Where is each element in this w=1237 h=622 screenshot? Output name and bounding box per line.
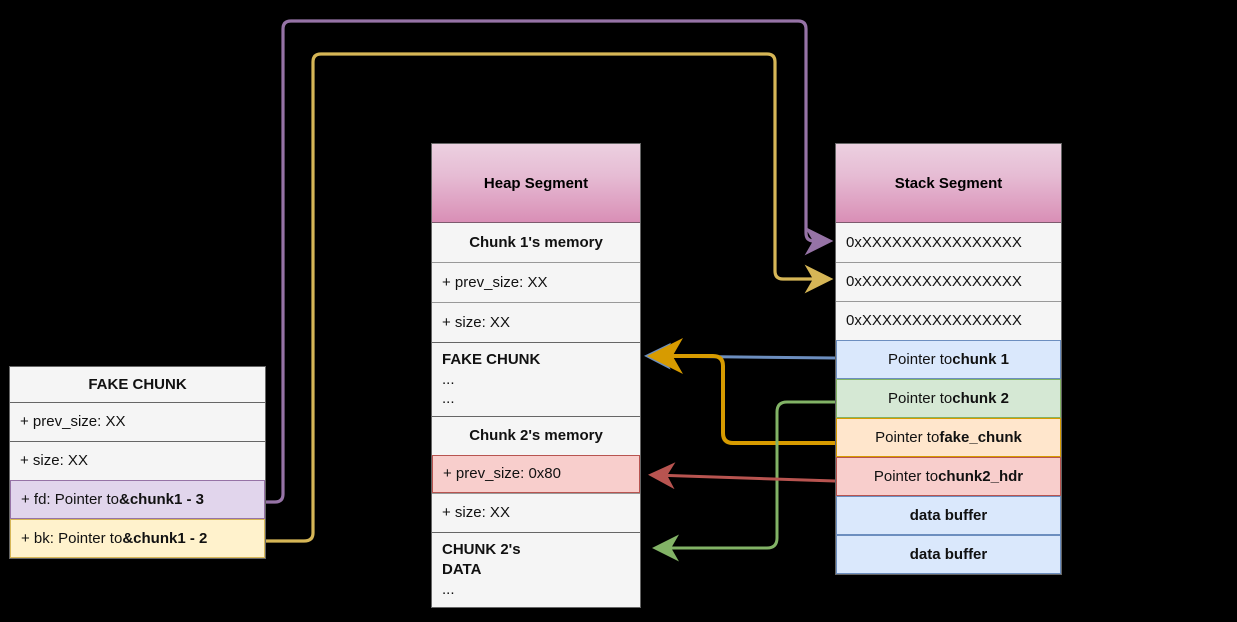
stack-row-pointer-chunk2-hdr: Pointer to chunk2_hdr <box>836 457 1061 496</box>
wire-chunk2-to-chunk2-data <box>652 400 837 562</box>
stack-segment-title: Stack Segment <box>836 144 1061 223</box>
heap-row-chunk1-size: + size: XX <box>432 302 640 342</box>
fake-chunk-row-prev-size: + prev_size: XX <box>10 402 265 441</box>
stack-row-addr-3: 0xXXXXXXXXXXXXXXXX <box>836 301 1061 340</box>
heap-row-chunk2-size: + size: XX <box>432 493 640 532</box>
stack-chunk2-lead: Pointer to <box>888 389 953 407</box>
heap-fake-chunk-label: FAKE CHUNK <box>442 350 541 368</box>
heap-chunk2-data-label-2: DATA <box>442 561 482 579</box>
stack-chunk2-hdr-lead: Pointer to <box>873 467 939 485</box>
heap-segment-title: Heap Segment <box>432 144 640 223</box>
fake-chunk-row-size: + size: XX <box>10 441 265 480</box>
fake-chunk-title: FAKE CHUNK <box>10 367 265 402</box>
fake-chunk-fd-target: &chunk1 - 3 <box>118 490 205 508</box>
stack-chunk2-target: chunk 2 <box>952 389 1009 407</box>
stack-row-pointer-chunk1: Pointer to chunk 1 <box>836 340 1061 379</box>
stack-chunk1-lead: Pointer to <box>888 350 953 368</box>
stack-segment-panel: Stack Segment 0xXXXXXXXXXXXXXXXX 0xXXXXX… <box>835 143 1062 575</box>
stack-fake-chunk-target: fake_chunk <box>939 428 1022 446</box>
fake-chunk-panel: FAKE CHUNK + prev_size: XX + size: XX + … <box>9 366 266 559</box>
fake-chunk-fd-lead: + fd: Pointer to <box>21 490 119 508</box>
wire-chunk2hdr-to-prevsize <box>648 462 837 490</box>
stack-fake-chunk-lead: Pointer to <box>875 428 940 446</box>
heap-fake-chunk-ellipsis-1: ... <box>442 370 455 388</box>
heap-fake-chunk-ellipsis-2: ... <box>442 390 455 408</box>
heap-chunk2-data-ellipsis: ... <box>442 580 455 598</box>
fake-chunk-row-fd: + fd: Pointer to &chunk1 - 3 <box>10 480 265 519</box>
heap-segment-panel: Heap Segment Chunk 1's memory + prev_siz… <box>431 143 641 608</box>
stack-row-data-buffer-2: data buffer <box>836 535 1061 574</box>
fake-chunk-bk-target: &chunk1 - 2 <box>122 529 208 547</box>
stack-row-pointer-chunk2: Pointer to chunk 2 <box>836 379 1061 418</box>
wire-fake-chunk-ptr-to-heap <box>647 338 837 445</box>
stack-row-data-buffer-1: data buffer <box>836 496 1061 535</box>
stack-row-pointer-fake-chunk: Pointer to fake_chunk <box>836 418 1061 457</box>
fake-chunk-row-bk: + bk: Pointer to &chunk1 - 2 <box>10 519 265 558</box>
heap-chunk2-data-label-1: CHUNK 2's <box>442 541 521 559</box>
heap-row-chunk1-prev-size: + prev_size: XX <box>432 262 640 302</box>
fake-chunk-bk-lead: + bk: Pointer to <box>21 529 123 547</box>
stack-row-addr-1: 0xXXXXXXXXXXXXXXXX <box>836 223 1061 262</box>
stack-chunk2-hdr-target: chunk2_hdr <box>938 467 1024 485</box>
heap-row-chunk2-memory: Chunk 2's memory <box>432 416 640 455</box>
stack-row-addr-2: 0xXXXXXXXXXXXXXXXX <box>836 262 1061 301</box>
stack-chunk1-target: chunk 1 <box>952 350 1009 368</box>
heap-row-chunk2-prev-size: + prev_size: 0x80 <box>432 455 640 493</box>
heap-row-chunk2-data: CHUNK 2's DATA ... <box>432 532 640 607</box>
heap-row-chunk1-memory: Chunk 1's memory <box>432 223 640 262</box>
wire-chunk1-to-fake-chunk <box>644 342 837 370</box>
heap-row-fake-chunk: FAKE CHUNK ... ... <box>432 342 640 416</box>
